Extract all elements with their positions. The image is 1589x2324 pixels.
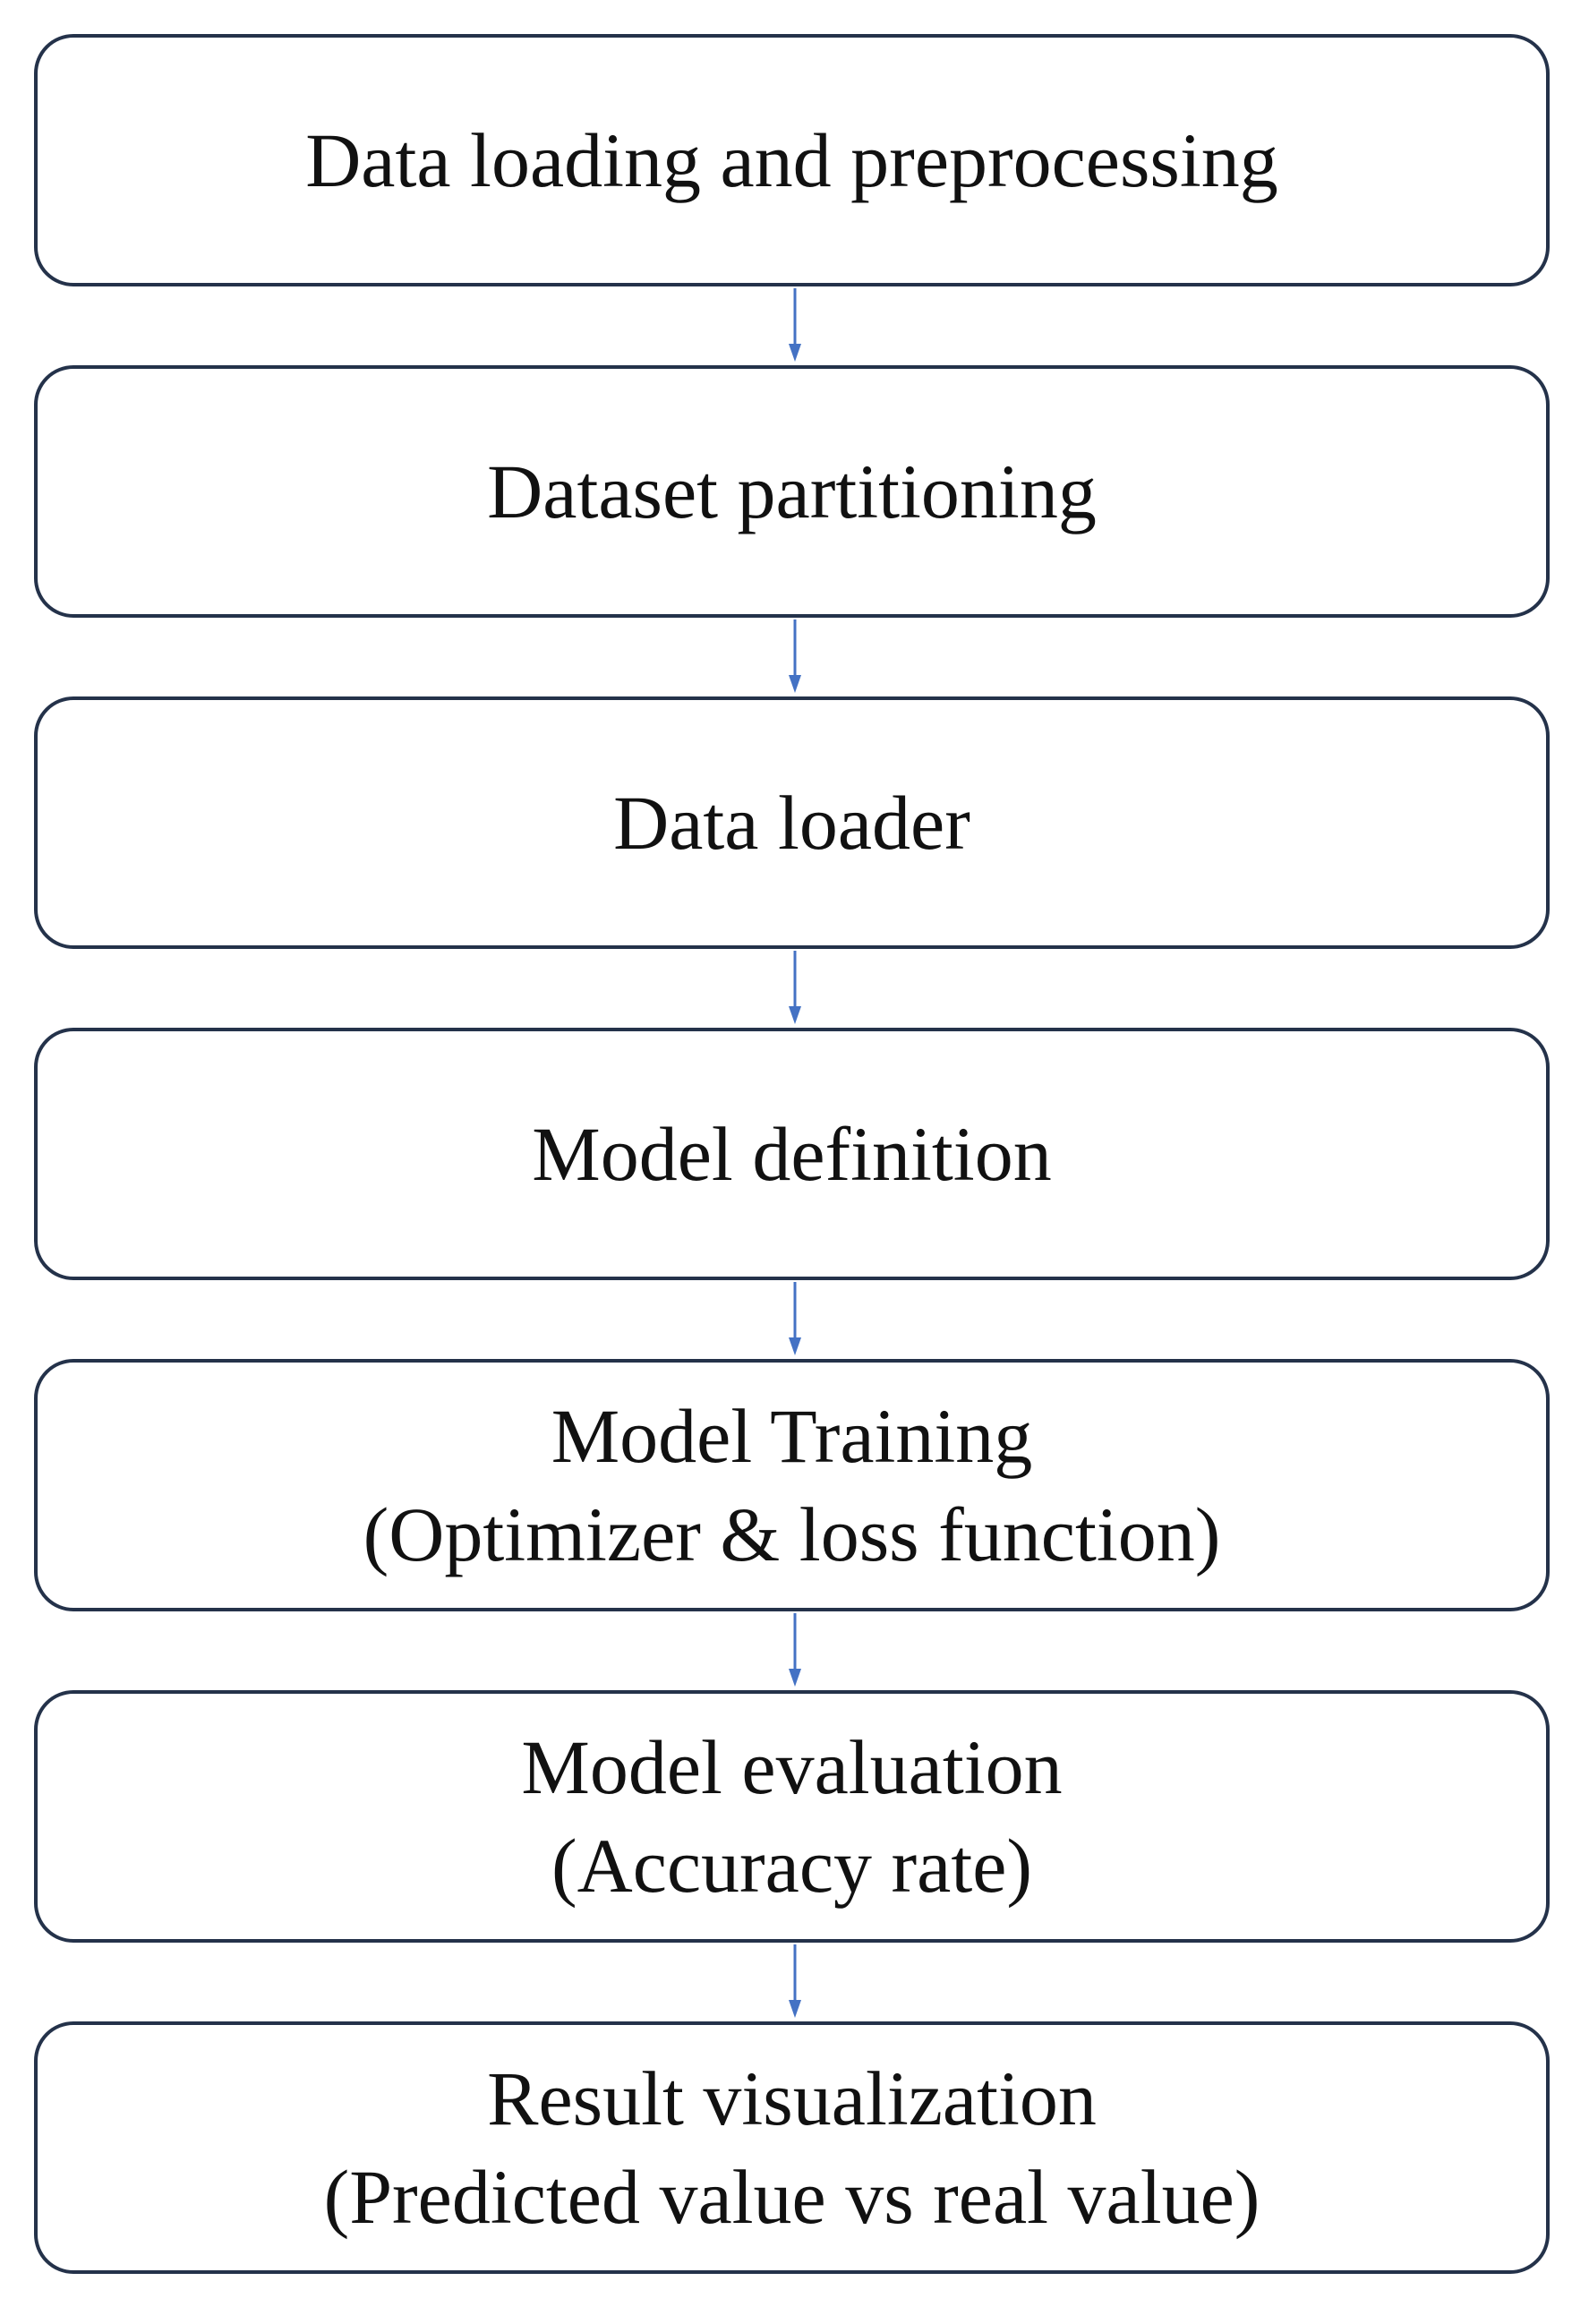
step-title: Data loader bbox=[613, 780, 970, 866]
step-result-visualization: Result visualization (Predicted value vs… bbox=[34, 2021, 1550, 2274]
step-model-evaluation: Model evaluation (Accuracy rate) bbox=[34, 1690, 1550, 1943]
step-title: Data loading and preprocessing bbox=[305, 117, 1278, 203]
step-model-training: Model Training (Optimizer & loss functio… bbox=[34, 1359, 1550, 1611]
arrow-down-icon bbox=[789, 951, 801, 1024]
step-data-loader: Data loader bbox=[34, 696, 1550, 949]
step-subtitle: (Accuracy rate) bbox=[551, 1823, 1033, 1909]
step-title: Result visualization bbox=[487, 2055, 1097, 2141]
step-title: Model Training bbox=[551, 1393, 1033, 1479]
arrow-down-icon bbox=[789, 1944, 801, 2018]
arrow-down-icon bbox=[789, 288, 801, 362]
step-model-definition: Model definition bbox=[34, 1028, 1550, 1280]
step-subtitle: (Predicted value vs real value) bbox=[323, 2154, 1260, 2240]
step-dataset-partitioning: Dataset partitioning bbox=[34, 365, 1550, 618]
step-data-loading-and-preprocessing: Data loading and preprocessing bbox=[34, 34, 1550, 286]
step-title: Dataset partitioning bbox=[487, 449, 1097, 534]
arrow-down-icon bbox=[789, 619, 801, 693]
step-title: Model definition bbox=[532, 1111, 1052, 1197]
arrow-down-icon bbox=[789, 1613, 801, 1687]
step-subtitle: (Optimizer & loss function) bbox=[363, 1491, 1221, 1577]
step-title: Model evaluation bbox=[521, 1724, 1063, 1810]
arrow-down-icon bbox=[789, 1282, 801, 1355]
